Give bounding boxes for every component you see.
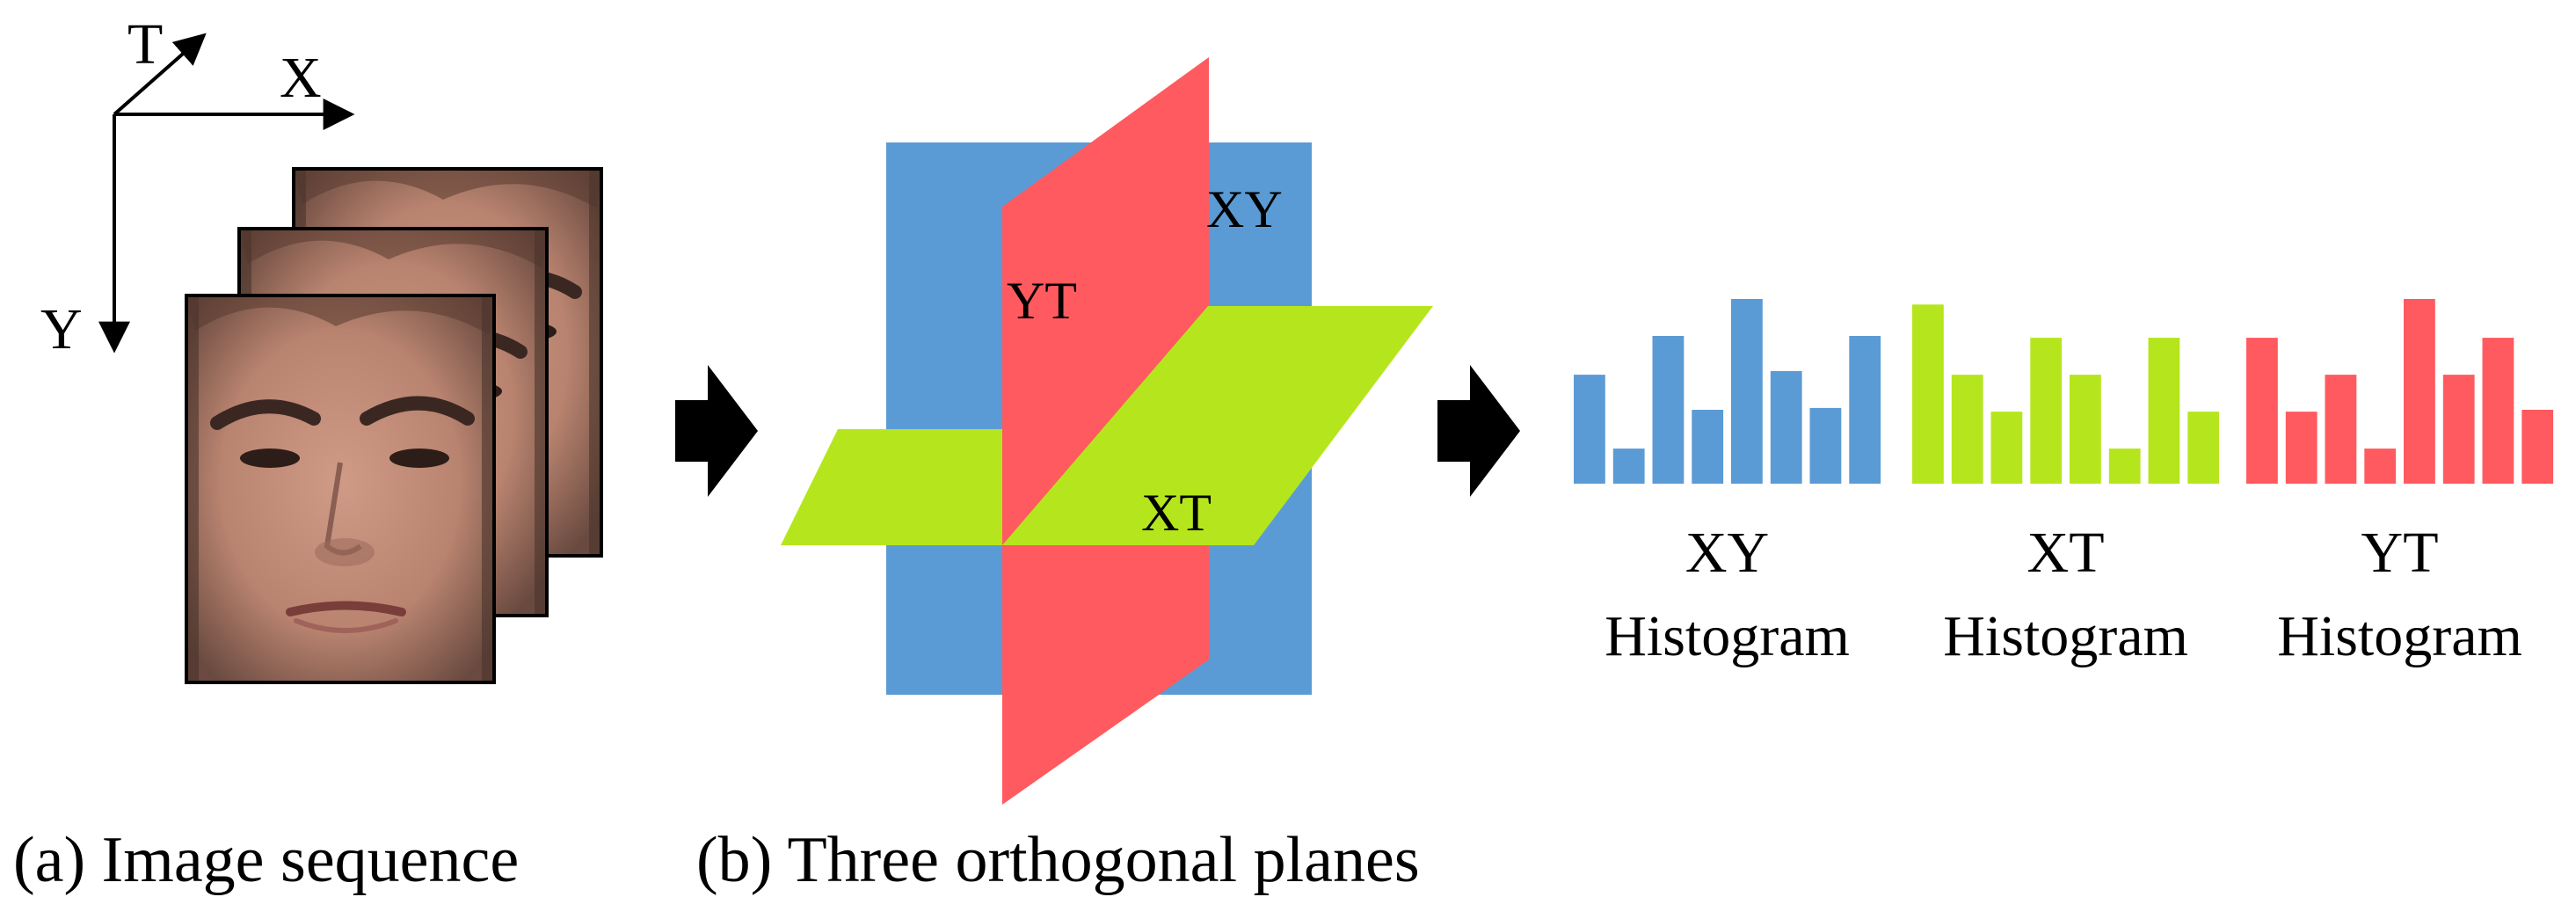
histogram-xt: XT Histogram [1912,304,2220,668]
image-sequence [186,169,601,682]
caption-image-sequence: (a) Image sequence [13,824,519,896]
y-axis-label: Y [40,297,83,361]
histogram-bar [2442,375,2475,484]
histogram-bar [2364,448,2397,484]
right-arrow-icon [1437,365,1520,497]
yt-plane-label: YT [1007,272,1077,330]
histogram-yt: YT Histogram [2246,299,2554,668]
histogram-bar [1849,336,1881,484]
histogram-bar [2187,412,2220,484]
histogram-bar [1770,370,1802,484]
histogram-bar [2148,338,2180,484]
histogram-bar [2521,410,2554,484]
axis-system: T X Y [40,12,355,361]
histogram-name-label: YT [2361,521,2439,585]
face-frame-1 [186,295,494,682]
histogram-xy: XY Histogram [1574,299,1881,668]
histogram-bar [1990,412,2023,484]
xt-plane-right [1002,306,1433,545]
x-axis-label: X [280,46,322,110]
histogram-bar [1731,299,1763,484]
histograms: XY Histogram XT Histogram YT Histogram [1574,299,2554,668]
xt-plane-left [781,429,1002,545]
histogram-caption: Histogram [2277,604,2522,668]
histogram-name-label: XY [1685,521,1769,585]
histogram-bar [2404,299,2435,484]
xt-plane-label: XT [1141,484,1212,542]
histogram-bar [1692,410,1724,484]
histogram-bar [2285,412,2318,484]
histogram-bar [1612,448,1645,484]
orthogonal-planes: XY YT XT [781,57,1433,805]
caption-orthogonal-planes: (b) Three orthogonal planes [696,824,1420,896]
t-axis-label: T [127,12,163,77]
histogram-caption: Histogram [1605,604,1850,668]
histogram-bar [2070,375,2101,484]
histogram-bar [2030,338,2063,484]
histogram-bar [1574,375,1605,484]
histogram-bar [1912,304,1944,484]
histogram-bar [1809,407,1842,484]
histogram-bar [2108,448,2141,484]
histogram-name-label: XT [2027,521,2105,585]
histogram-bar [2325,375,2357,484]
histogram-bar [2246,338,2278,484]
histogram-bar [1652,336,1685,484]
histogram-bar [2482,338,2514,484]
histogram-bar [1951,375,1983,484]
t-axis [113,33,207,116]
right-arrow-icon [675,365,758,497]
xy-plane-label: XY [1206,180,1283,238]
histogram-caption: Histogram [1943,604,2188,668]
